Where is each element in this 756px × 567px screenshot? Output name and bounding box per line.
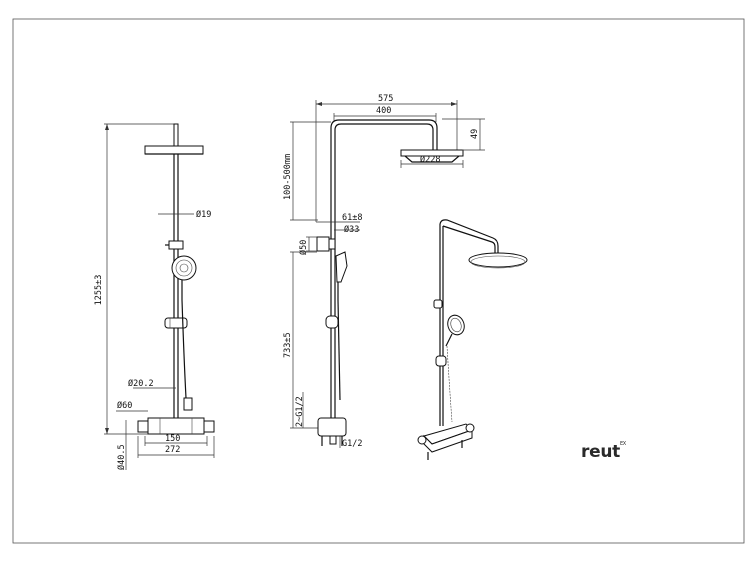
side-head-height-label: 49 <box>470 129 480 139</box>
side-mixer-body <box>317 417 347 437</box>
side-view: 575 400 49 Ø228 100-500mm 61±8 Ø33 <box>283 94 485 449</box>
front-inlet-diameter-label: Ø60 <box>117 400 132 411</box>
side-shower-head <box>400 149 464 157</box>
front-body-diameter-label: Ø40.5 <box>116 444 127 470</box>
side-bracket-size-label: 61±8 <box>342 213 362 223</box>
side-arm-length-label: 575 <box>378 94 393 104</box>
front-inlet-spacing-label: 150 <box>165 434 180 444</box>
front-shower-head <box>144 145 204 155</box>
side-hand-shower <box>335 251 348 283</box>
side-shower-arm <box>330 119 438 420</box>
front-height-label: 1255±3 <box>94 275 104 306</box>
side-head-diameter-label: Ø228 <box>420 154 440 165</box>
front-hand-shower <box>171 255 197 281</box>
side-bracket-diameter-label: Ø33 <box>344 224 359 235</box>
perspective-view <box>417 219 528 460</box>
brand-name: reut <box>581 442 620 462</box>
front-pipe-diameter-label: Ø19 <box>196 209 211 220</box>
side-outlet-thread-label: 2~G1/2 <box>295 396 305 427</box>
front-body-width-label: 272 <box>165 445 180 455</box>
front-view: 1255±3 Ø19 Ø20.2 Ø60 <box>94 123 215 470</box>
side-inlet-thread-label: G1/2 <box>342 439 362 449</box>
side-clamp-diameter-label: Ø50 <box>298 240 309 255</box>
perspective-hand-shower <box>447 314 465 336</box>
brand-logo: reutEX <box>581 441 626 462</box>
side-mount-height-label: 733±5 <box>283 332 293 358</box>
front-mixer-body <box>147 417 205 435</box>
perspective-shower-head <box>468 252 528 268</box>
brand-mark: EX <box>619 441 626 447</box>
side-adjust-range-label: 100-500mm <box>283 154 293 200</box>
drawing-frame <box>12 18 745 544</box>
side-arm-reach-label: 400 <box>376 106 391 116</box>
front-bar-diameter-label: Ø20.2 <box>128 378 154 389</box>
side-wall-clamp <box>316 236 330 252</box>
